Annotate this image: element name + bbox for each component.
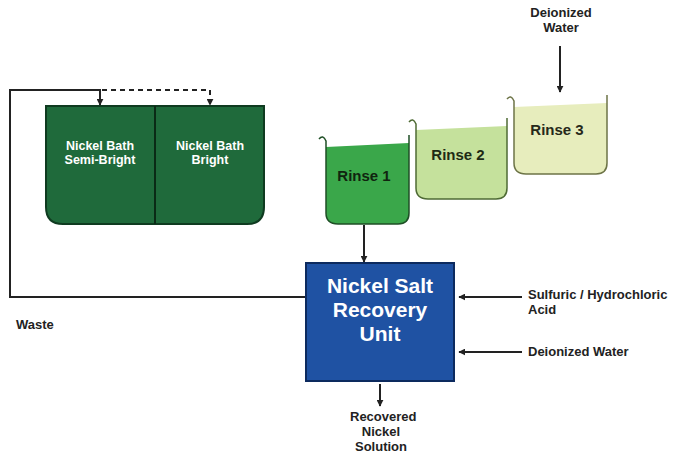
input-label: Deionized Water — [528, 345, 678, 360]
flow-connector — [10, 90, 305, 297]
rinse-tank-wall — [507, 95, 607, 174]
plating-tank: Nickel Bath Bright — [155, 105, 265, 225]
label-text: Waste — [16, 317, 54, 332]
rinse-liquid — [514, 103, 607, 174]
unit-body — [306, 263, 454, 381]
waste-arrow — [379, 384, 381, 406]
recovery-unit: Nickel Salt Recovery Unit — [305, 262, 455, 382]
rinse-tank: Rinse 3 — [506, 95, 608, 175]
node-label: Rinse 2 — [414, 146, 502, 163]
input-label: Deionized Water — [520, 6, 602, 36]
flow-connector — [363, 225, 365, 262]
flow-connector — [10, 90, 305, 297]
rinse-tank-wall — [319, 135, 409, 224]
tank-body — [46, 106, 155, 224]
tank-divider — [154, 106, 156, 224]
acid-feed-arrow — [459, 296, 522, 298]
rinse-tank-wall — [409, 118, 507, 199]
tank-body — [155, 106, 264, 224]
node-label: Nickel Bath Semi-Bright — [51, 139, 149, 168]
label-text: Deionized Water — [528, 344, 629, 359]
water-feed-arrow — [559, 46, 561, 92]
label-text: Sulfuric / Hydrochloric Acid — [528, 287, 667, 317]
input-label: Sulfuric / Hydrochloric Acid — [528, 288, 673, 318]
label-text: Recovered Nickel Solution — [350, 409, 416, 454]
node-label: Rinse 1 — [324, 167, 404, 184]
label-text: Deionized Water — [530, 5, 591, 35]
water-feed-arrow — [459, 351, 522, 353]
rinse-tank: Rinse 1 — [318, 135, 410, 225]
output-label: Waste — [16, 318, 96, 333]
output-label: Recovered Nickel Solution — [350, 410, 412, 455]
node-label: Nickel Salt Recovery Unit — [311, 274, 449, 346]
node-label: Rinse 3 — [512, 121, 602, 138]
plating-tank: Nickel Bath Semi-Bright — [45, 105, 155, 225]
node-label: Nickel Bath Bright — [161, 139, 259, 168]
rinse-tank: Rinse 2 — [408, 118, 508, 200]
